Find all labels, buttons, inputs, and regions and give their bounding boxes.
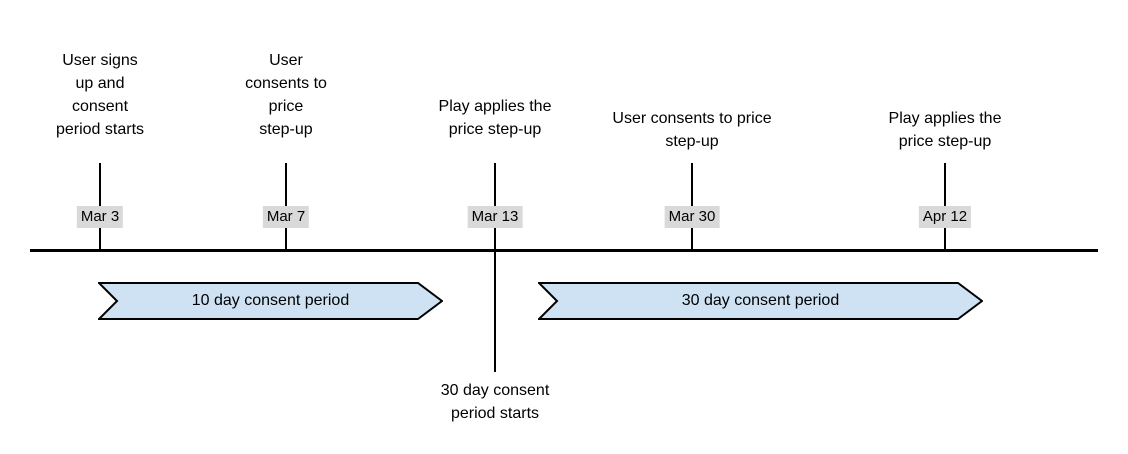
- milestone-label-mar3: User signs up and consent period starts: [55, 52, 145, 138]
- period-banner-30day-shape: [538, 282, 983, 320]
- date-label-mar30: Mar 30: [664, 206, 720, 228]
- mar13-descender-line: [494, 252, 496, 372]
- period-banner-10day: [98, 282, 443, 320]
- milestone-label-mar30: User consents to price step-up: [612, 110, 772, 150]
- period-banner-10day-shape: [98, 282, 443, 320]
- date-label-mar7: Mar 7: [262, 206, 310, 228]
- annotation-30day-start: 30 day consent period starts: [440, 382, 550, 422]
- period-banner-30day: [538, 282, 983, 320]
- milestone-label-mar7: User consents to price step-up: [245, 52, 327, 138]
- date-label-mar13: Mar 13: [467, 206, 523, 228]
- timeline-axis: [30, 249, 1098, 252]
- date-label-mar3: Mar 3: [76, 206, 124, 228]
- milestone-label-apr12: Play applies the price step-up: [888, 110, 1002, 150]
- date-label-apr12: Apr 12: [918, 206, 972, 228]
- milestone-label-mar13: Play applies the price step-up: [438, 98, 552, 138]
